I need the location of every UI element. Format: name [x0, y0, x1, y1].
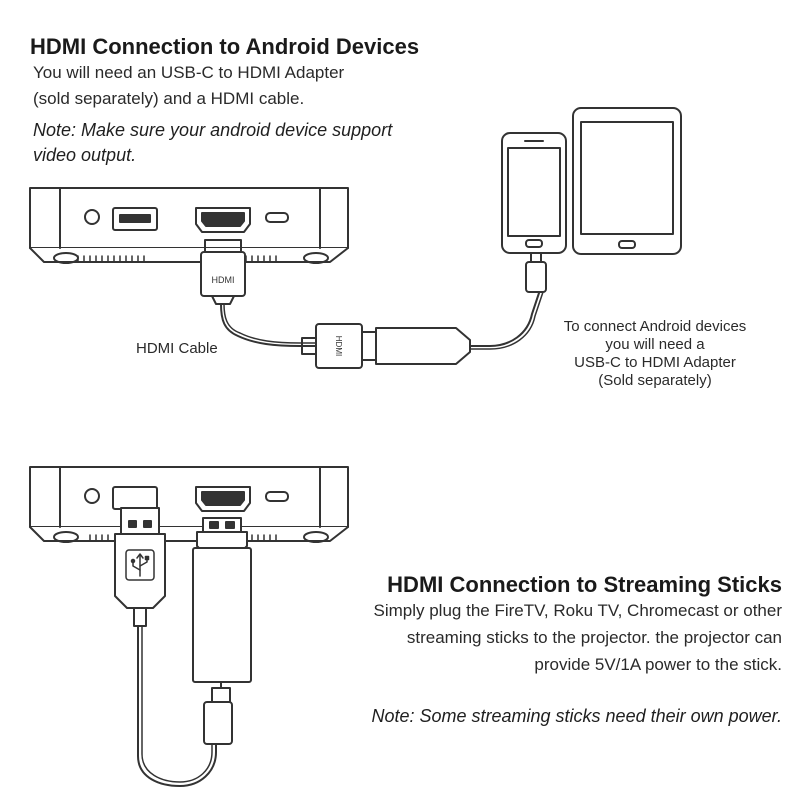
hdmi-cable-label: HDMI Cable — [136, 340, 218, 357]
section-stick-desc-line1: Simply plug the FireTV, Roku TV, Chromec… — [373, 601, 783, 620]
adapter-note-line2: you will need a — [605, 336, 705, 353]
usb-c-plug-phone — [525, 251, 547, 293]
hdmi-cable-top — [220, 303, 317, 347]
adapter-note-line4: (Sold separately) — [598, 372, 712, 389]
section-stick-desc-line2: streaming sticks to the projector. the p… — [406, 628, 782, 647]
section-stick-title: HDMI Connection to Streaming Sticks — [387, 572, 782, 597]
streaming-stick — [192, 517, 252, 683]
phone-device — [501, 132, 567, 254]
adapter-note-line1: To connect Android devices — [563, 318, 747, 335]
section-stick-desc-line3: provide 5V/1A power to the stick. — [534, 655, 782, 674]
hdmi-plug-label-horizontal: HDMI — [334, 336, 343, 356]
tablet-device — [572, 107, 682, 255]
section-android-note-line2: video output. — [33, 145, 137, 165]
adapter-note-line3: USB-C to HDMI Adapter — [574, 354, 736, 371]
hdmi-plug-top — [200, 239, 246, 305]
usb-power-cable — [137, 625, 217, 787]
section-stick-note: Note: Some streaming sticks need their o… — [371, 706, 782, 726]
hdmi-plug-label-top: HDMI — [212, 275, 235, 285]
projector-bottom — [29, 466, 349, 543]
usb-symbol-icon — [125, 549, 155, 581]
stick-power-plug — [203, 681, 233, 745]
projector-top — [29, 187, 349, 264]
section-android-note-line1: Note: Make sure your android device supp… — [33, 120, 393, 140]
usb-c-hdmi-adapter — [375, 289, 544, 365]
section-android-desc-line1: You will need an USB-C to HDMI Adapter — [33, 63, 345, 82]
section-android-title: HDMI Connection to Android Devices — [30, 34, 420, 59]
section-android-desc-line2: (sold separately) and a HDMI cable. — [33, 89, 305, 108]
